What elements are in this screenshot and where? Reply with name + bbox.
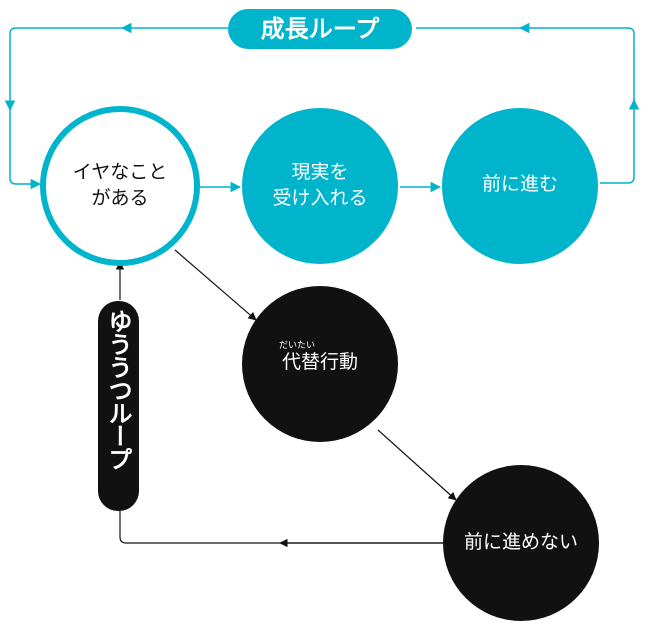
node-trouble-circle [40,106,200,266]
node-cannot-label: 前に進めない [463,531,578,553]
depression-loop-bottom-path [119,510,443,544]
growth-loop-left-down [4,27,124,112]
node-accept-circle [242,108,398,264]
growth-loop-top-right-path [600,98,640,184]
node-trouble-label-line-1: イヤなこと [72,161,168,183]
node-substitute-label: 代替行動 [281,351,358,373]
node-accept-label-line-1: 現実を [291,161,349,183]
node-forward-circle [442,108,598,264]
depression-loop-title: ゆううつループ [98,301,139,511]
arrow-trouble-to-substitute [174,249,257,321]
node-trouble-label-line-2: がある [91,186,149,209]
growth-loop-top-right-upper [518,22,635,104]
arrow-substitute-to-cannot [377,429,457,501]
node-accept-label: 現実を受け入れる [262,160,378,211]
node-trouble-label: イヤなことがある [62,160,178,211]
node-substitute-circle [242,286,398,442]
node-accept-label-line-2: 受け入れる [272,186,368,209]
node-forward-label: 前に進む [481,173,558,195]
growth-loop-title: 成長ループ [228,9,412,49]
depression-loop-label: ゆううつループ [104,309,132,470]
node-substitute-ruby: だいたい [279,341,316,351]
growth-loop-left-lower [9,106,42,190]
node-cannot-circle [443,465,599,621]
